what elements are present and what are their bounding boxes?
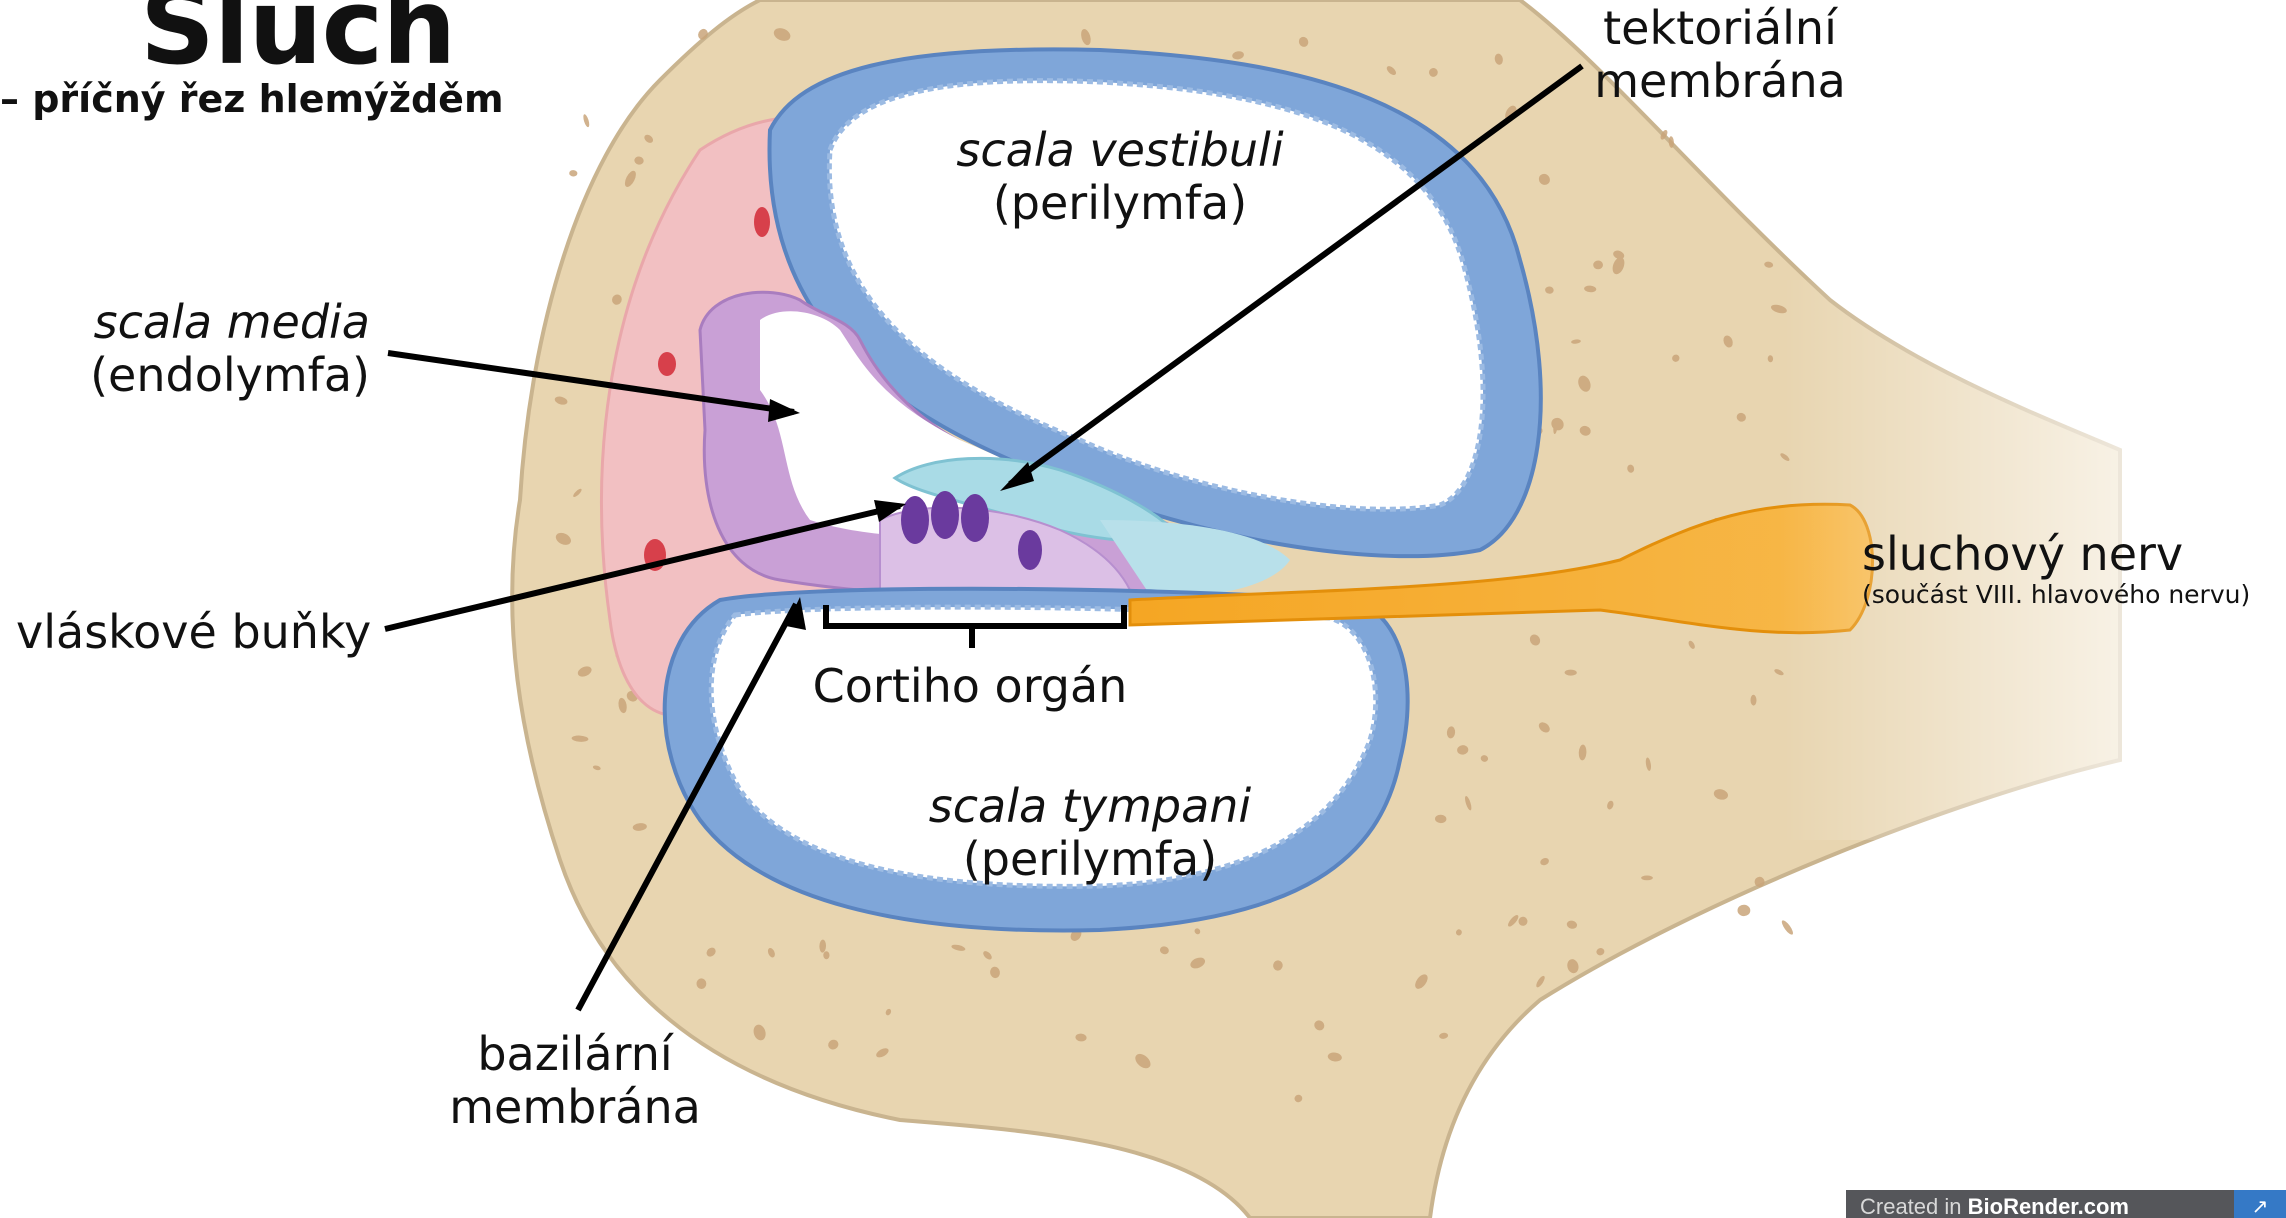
label-auditory-nerve-name: sluchový nerv — [1862, 528, 2250, 581]
label-tectorial-line1: tektoriální — [1580, 2, 1860, 55]
label-scala-tympani: scala tympani (perilymfa) — [820, 780, 1360, 886]
blood-vessel — [754, 207, 770, 237]
label-scala-tympani-fluid: (perilymfa) — [820, 833, 1360, 886]
label-basilar-membrane: bazilární membrána — [430, 1028, 720, 1134]
bone-speckle — [569, 170, 578, 177]
page-title: Sluch — [140, 0, 455, 88]
blood-vessel — [658, 352, 676, 376]
label-hair-cells: vláskové buňky — [16, 606, 371, 659]
label-organ-of-corti: Cortiho orgán — [770, 660, 1170, 713]
bone-speckle — [1641, 876, 1653, 881]
biorender-logo-icon: ↗ — [2234, 1190, 2286, 1218]
label-scala-vestibuli-fluid: (perilymfa) — [860, 177, 1380, 230]
badge-prefix: Created in — [1860, 1194, 1968, 1218]
label-basilar-line2: membrána — [430, 1081, 720, 1134]
label-auditory-nerve: sluchový nerv (součást VIII. hlavového n… — [1862, 528, 2250, 610]
bone-speckle — [1780, 919, 1795, 936]
label-scala-media-fluid: (endolymfa) — [60, 349, 370, 402]
label-scala-media: scala media (endolymfa) — [60, 296, 370, 402]
bone-speckle — [582, 114, 590, 128]
label-auditory-nerve-note: (součást VIII. hlavového nervu) — [1862, 581, 2250, 610]
bone-speckle — [1737, 904, 1750, 916]
label-scala-vestibuli: scala vestibuli (perilymfa) — [860, 124, 1380, 230]
label-scala-vestibuli-name: scala vestibuli — [860, 124, 1380, 177]
label-scala-tympani-name: scala tympani — [820, 780, 1360, 833]
label-basilar-line1: bazilární — [430, 1028, 720, 1081]
biorender-badge[interactable]: Created in BioRender.com ↗ — [1846, 1190, 2286, 1218]
label-tectorial-line2: membrána — [1580, 55, 1860, 108]
badge-brand: BioRender.com — [1968, 1194, 2129, 1218]
label-scala-media-name: scala media — [60, 296, 370, 349]
page-subtitle: – příčný řez hlemýžděm — [0, 78, 504, 122]
badge-text: Created in BioRender.com — [1860, 1194, 2129, 1218]
label-tectorial-membrane: tektoriální membrána — [1580, 2, 1860, 108]
